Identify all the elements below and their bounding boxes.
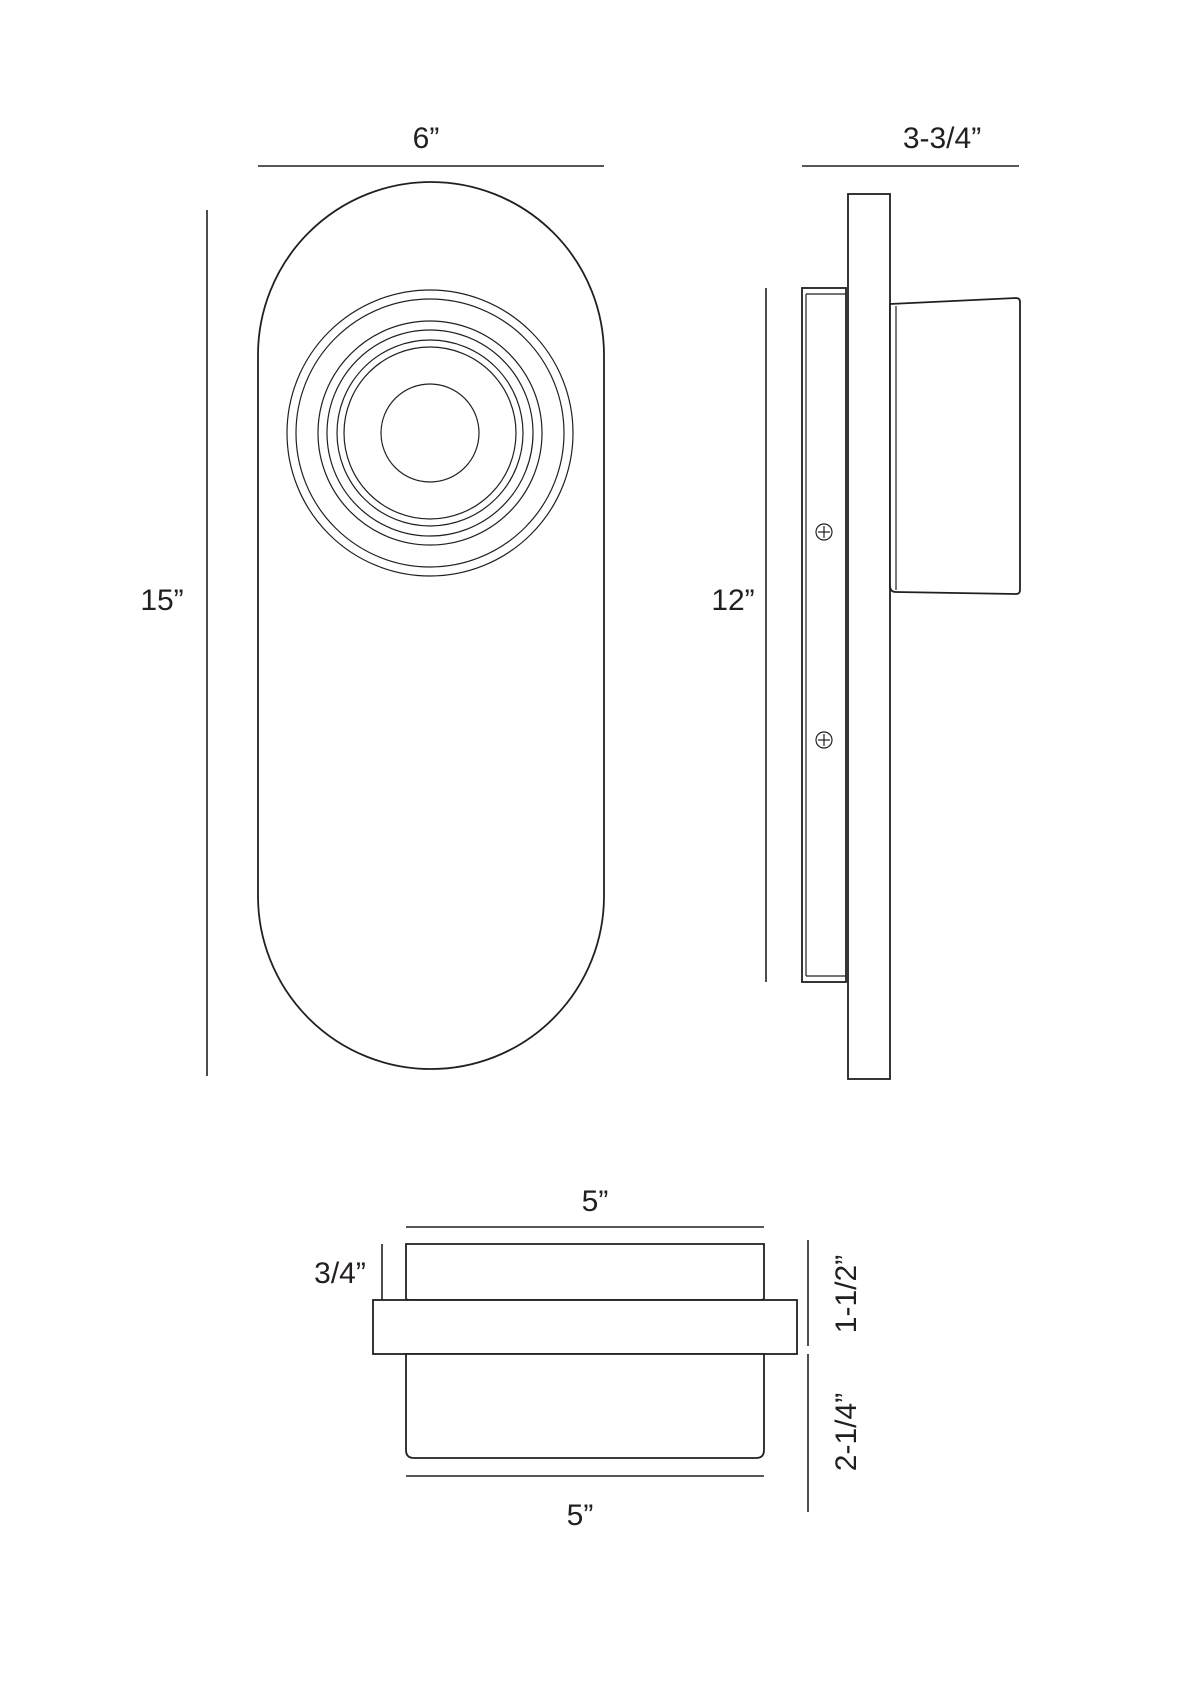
front-ring-4: [326, 329, 534, 537]
side-depth-label: 3-3/4”: [903, 122, 981, 155]
front-backplate-outline: [257, 181, 605, 1070]
bottom-upper-height-label: 1-1/2”: [830, 1255, 863, 1333]
bottom-top-width-label: 5”: [582, 1185, 609, 1218]
front-view: 6” 15”: [140, 122, 605, 1076]
front-width-label: 6”: [413, 122, 440, 155]
front-ring-3: [317, 320, 543, 546]
front-ring-outer: [286, 289, 574, 577]
side-view: 3-3/4” 12”: [711, 122, 1021, 1080]
bottom-cap-height-label: 3/4”: [314, 1257, 366, 1290]
bottom-lower-height-label: 2-1/4”: [830, 1393, 863, 1471]
bottom-top-cap: [405, 1243, 765, 1301]
front-ring-5: [336, 339, 524, 527]
side-screw-lower: [815, 731, 833, 749]
bottom-lower-housing: [405, 1353, 765, 1459]
front-lens: [380, 383, 480, 483]
front-height-label: 15”: [140, 584, 183, 617]
bottom-bottom-width-label: 5”: [567, 1499, 594, 1532]
front-ring-6: [343, 346, 517, 520]
side-mounting-bracket: [801, 287, 847, 983]
side-light-head: [889, 297, 1021, 595]
bottom-view: 5” 3/4” 1-1/2” 2-1/4” 5”: [314, 1185, 863, 1532]
side-backplate: [847, 193, 891, 1080]
front-ring-2: [295, 298, 565, 568]
bottom-middle-plate: [372, 1299, 798, 1355]
side-height-label: 12”: [711, 584, 754, 617]
side-screw-upper: [815, 523, 833, 541]
